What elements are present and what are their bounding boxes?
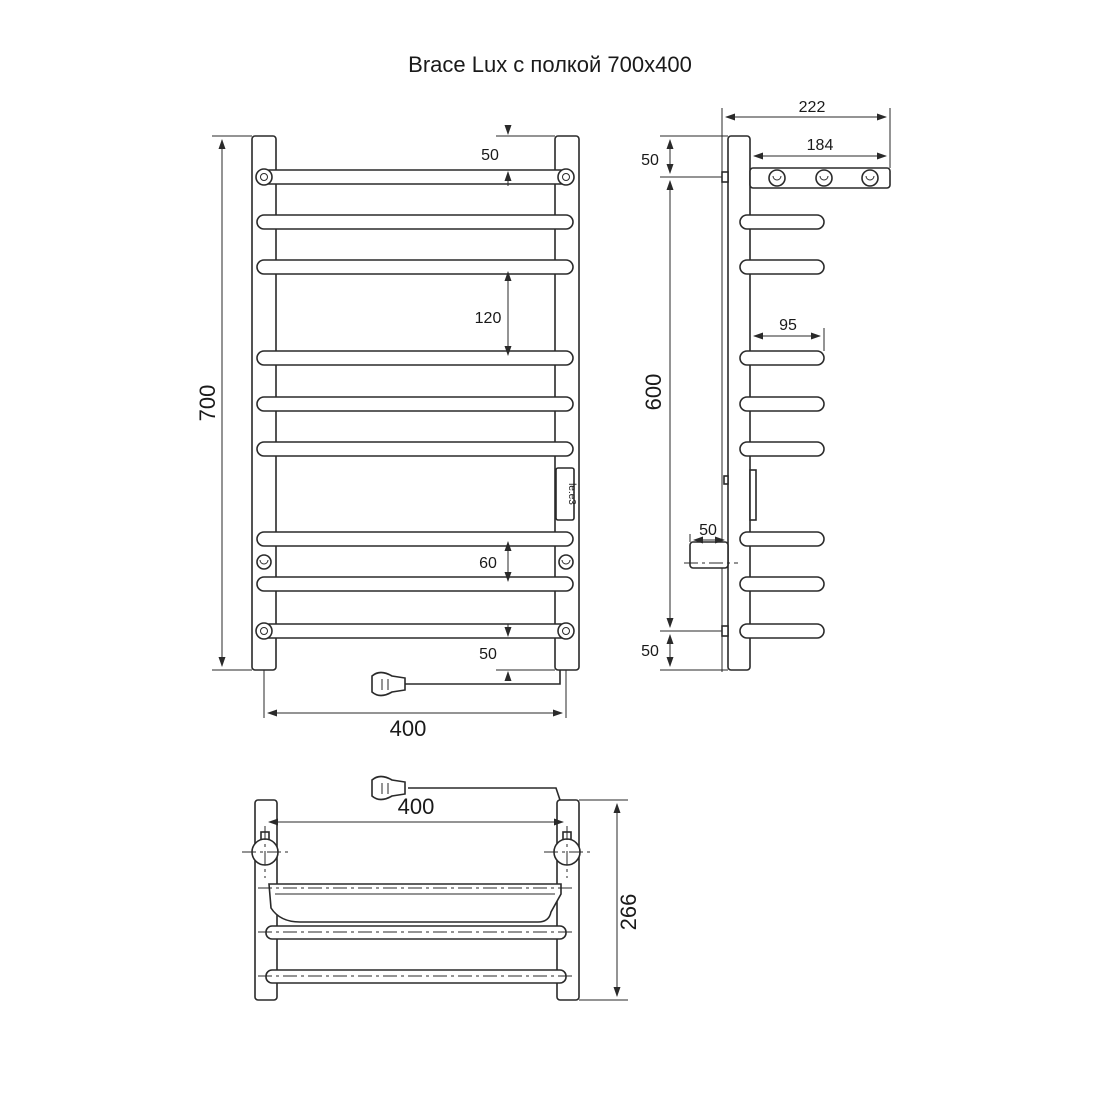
top-width-label: 400 xyxy=(398,794,435,819)
side-connector xyxy=(689,541,729,569)
power-cable xyxy=(405,670,561,685)
top-view: 400 266 xyxy=(242,775,641,1001)
front-bars xyxy=(256,169,574,639)
side-depth-bar-label: 95 xyxy=(779,317,797,334)
side-mount-height-label: 600 xyxy=(641,374,666,411)
side-bars xyxy=(739,214,825,639)
front-width-label: 400 xyxy=(390,716,427,741)
controller-box xyxy=(555,467,575,521)
front-spacing-small-label: 60 xyxy=(479,555,497,572)
front-bar-bottom xyxy=(261,623,569,639)
shelf-joint-icon xyxy=(768,169,879,187)
side-depth-total-label: 222 xyxy=(799,99,826,116)
side-mount-depth-label: 50 xyxy=(699,522,717,539)
side-top-offset-label: 50 xyxy=(641,152,659,169)
front-bar xyxy=(256,259,574,275)
controller-text: le:e3 xyxy=(566,483,577,505)
front-bar xyxy=(256,214,574,230)
front-bar xyxy=(256,531,574,547)
front-top-offset-label: 50 xyxy=(481,147,499,164)
front-height-label: 700 xyxy=(195,385,220,422)
side-view: 222 184 95 600 50 50 50 xyxy=(641,99,891,672)
top-depth-label: 266 xyxy=(616,894,641,931)
front-bottom-offset-label: 50 xyxy=(479,646,497,663)
front-bar xyxy=(256,350,574,366)
side-bottom-offset-label: 50 xyxy=(641,643,659,660)
drawing-title: Brace Lux с полкой 700x400 xyxy=(408,52,692,77)
front-bar xyxy=(256,396,574,412)
front-bar xyxy=(256,576,574,592)
front-bar xyxy=(256,441,574,457)
front-spacing-large-label: 120 xyxy=(475,310,502,327)
front-bar-top xyxy=(261,169,569,185)
mount-point-icon xyxy=(255,168,575,640)
front-view: le:e3 700 400 50 120 60 50 xyxy=(195,125,580,741)
top-shelf xyxy=(268,883,562,923)
side-controller xyxy=(749,469,757,521)
top-power-cable xyxy=(408,787,561,801)
side-depth-shelf-label: 184 xyxy=(807,137,834,154)
